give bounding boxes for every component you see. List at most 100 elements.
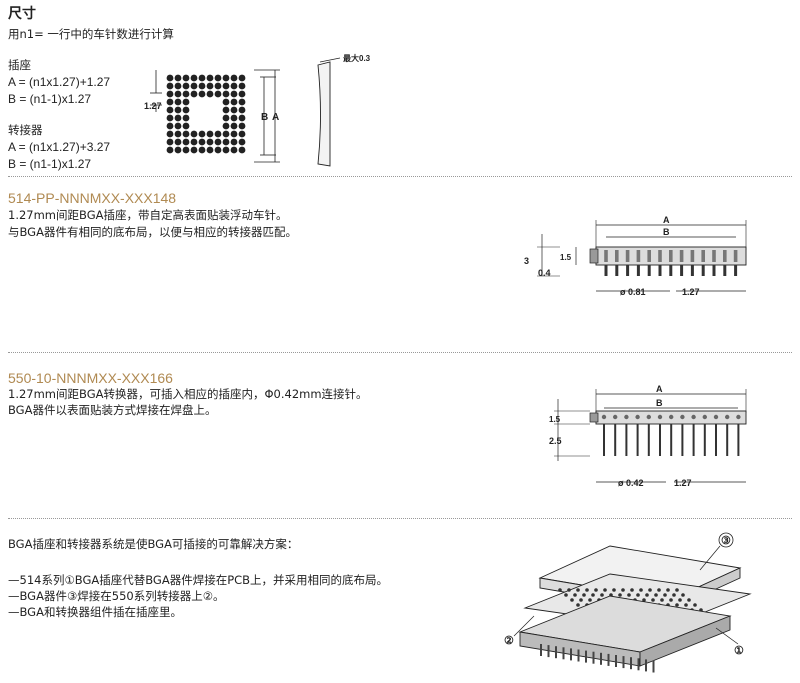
bga-ball (166, 114, 174, 122)
adapter-ball (669, 598, 673, 602)
bga-ball (206, 146, 214, 154)
p1-dim-dia: ø 0.81 (620, 287, 646, 297)
socket-assembly-pin (615, 655, 617, 667)
socket-pin-tail (647, 265, 651, 276)
p2-dim-a: A (656, 384, 663, 394)
adapter-pad (657, 414, 663, 420)
adapter-pad (613, 414, 618, 420)
socket-pin (669, 250, 673, 262)
system-item-3: —BGA和转换器组件插在插座里。 (8, 605, 182, 619)
adapter-ball (585, 588, 589, 592)
adapter-ball (588, 598, 592, 602)
adapter-pin (692, 424, 695, 456)
adapter-ball (693, 603, 697, 607)
bga-ball (230, 90, 238, 98)
bga-ball (238, 98, 246, 106)
bga-ball (190, 130, 198, 138)
bga-ball (230, 138, 238, 146)
adapter-ball (684, 603, 688, 607)
socket-pin-tail (723, 265, 727, 276)
bga-ball (238, 74, 246, 82)
p2-dim-pitch: 1.27 (674, 478, 692, 488)
bga-ball (222, 98, 230, 106)
adapter-ball (678, 598, 682, 602)
adapter-ball (612, 588, 616, 592)
adapter-pin (614, 424, 617, 456)
p1-dim-3: 3 (524, 256, 529, 266)
adapter-pin (636, 424, 639, 456)
socket-assembly-pin (645, 659, 647, 672)
adapter-ball (618, 593, 622, 597)
adapter-ball (573, 593, 577, 597)
bga-ball (206, 82, 214, 90)
p1-dim-04: 0.4 (538, 268, 551, 278)
socket-pin (615, 250, 619, 262)
bga-ball (174, 106, 182, 114)
bga-ball (174, 98, 182, 106)
bga-ball (174, 138, 182, 146)
socket-pin (701, 250, 705, 262)
bga-ball (182, 106, 190, 114)
adapter-ball (687, 598, 691, 602)
adapter-ball (564, 593, 568, 597)
bga-ball (214, 74, 222, 82)
adapter-ball (567, 588, 571, 592)
dim-b-label: B (261, 112, 268, 123)
bga-ball (198, 138, 206, 146)
adapter-pad (725, 414, 730, 420)
bga-ball (238, 90, 246, 98)
bga-ball (190, 138, 198, 146)
bga-ball (174, 130, 182, 138)
bga-ball (166, 130, 174, 138)
socket-assembly-pin (622, 656, 625, 669)
bga-ball (206, 130, 214, 138)
adapter-ball (660, 598, 664, 602)
bga-ball (166, 106, 174, 114)
bga-ball (214, 130, 222, 138)
bga-ball (238, 146, 246, 154)
socket-pin-tail (626, 265, 630, 276)
bga-ball (182, 98, 190, 106)
socket-pin-tail (615, 265, 619, 276)
socket-pin (604, 250, 608, 262)
socket-assembly-pin (607, 653, 610, 666)
adapter-ball (666, 588, 670, 592)
bga-ball (182, 90, 190, 98)
bga-ball (166, 74, 174, 82)
bga-grid-drawing: 1.27 B A 最大0.3 (144, 53, 371, 167)
adapter-pad (691, 414, 696, 420)
socket-assembly-pin (540, 644, 542, 656)
p2-dim-b: B (656, 398, 663, 408)
adapter-ball (681, 593, 685, 597)
bga-ball (222, 122, 230, 130)
socket-assembly-pin (585, 650, 587, 663)
bga-ball (166, 138, 174, 146)
socket-pin-tail (712, 265, 716, 276)
bga-ball (214, 82, 222, 90)
p1-dim-b: B (663, 227, 670, 237)
adapter-ball (675, 588, 679, 592)
adapter-ball (579, 598, 583, 602)
bga-ball (230, 114, 238, 122)
adapter-ball (657, 588, 661, 592)
p2-dim-15: 1.5 (549, 415, 561, 424)
bga-ball (182, 82, 190, 90)
bga-ball (182, 138, 190, 146)
exploded-assembly-drawing: ③ ② ① (504, 532, 752, 673)
adapter-formula-a: A = (n1x1.27)+3.27 (8, 140, 111, 154)
socket-pin-tail (604, 265, 608, 276)
bga-ball (214, 138, 222, 146)
callout-1: ① (734, 645, 744, 657)
dim-a-label: A (272, 112, 279, 123)
product1-desc1: 1.27mm间距BGA插座，带自定高表面贴装浮动车针。 (8, 208, 288, 222)
dim-pitch-label: 1.27 (144, 101, 162, 111)
bga-ball (182, 114, 190, 122)
bga-ball (222, 146, 230, 154)
bga-ball (230, 130, 238, 138)
bga-ball (230, 122, 238, 130)
adapter-label: 转接器 (8, 123, 43, 137)
socket-pin-tail (636, 265, 640, 276)
bga-ball (166, 90, 174, 98)
bga-ball (222, 114, 230, 122)
adapter-ball (570, 598, 574, 602)
